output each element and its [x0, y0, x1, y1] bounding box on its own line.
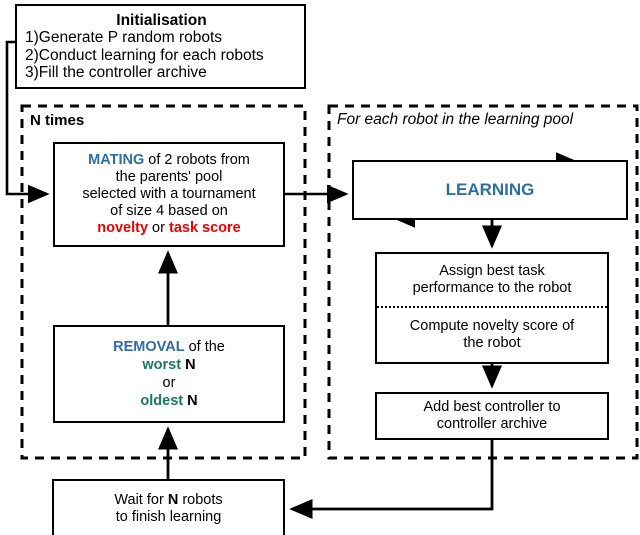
initialisation-step-2: 2)Conduct learning for each robots — [25, 46, 264, 64]
removal-option-worst-suffix: N — [181, 356, 196, 373]
arrow-archive-to-wait — [289, 440, 494, 520]
initialisation-box: Initialisation 1)Generate P random robot… — [15, 4, 306, 89]
mating-keyword: MATING — [88, 151, 145, 168]
compute-novelty-section: Compute novelty score of the robot — [377, 308, 607, 362]
mating-metric-task-score: task score — [168, 220, 241, 237]
mating-box: MATING of 2 robots from the parents' poo… — [53, 142, 285, 247]
mating-line-2: the parents' pool — [115, 168, 223, 185]
mating-metric-join: or — [148, 220, 169, 237]
assign-task-performance-section: Assign best task performance to the robo… — [377, 254, 607, 308]
removal-join: or — [162, 375, 176, 391]
removal-keyword: REMOVAL — [113, 338, 185, 355]
learning-label: LEARNING — [445, 180, 535, 199]
assign-compute-box: Assign best task performance to the robo… — [375, 252, 609, 364]
removal-line-1-rest: of the — [184, 338, 225, 355]
removal-option-oldest-label: oldest — [140, 393, 184, 410]
archive-line-1: Add best controller to — [423, 398, 561, 415]
initialisation-step-1: 1)Generate P random robots — [25, 29, 223, 47]
panel-label-n-times: N times — [30, 112, 85, 129]
learning-box: LEARNING — [352, 160, 628, 220]
assign-line-1: Assign best task — [439, 262, 545, 279]
initialisation-title: Initialisation — [116, 11, 207, 29]
removal-box: REMOVAL of the worst N or oldest N — [53, 325, 285, 423]
wait-line-1-suffix: robots — [178, 491, 223, 508]
wait-for-robots-box: Wait for N robots to finish learning — [52, 479, 285, 535]
mating-line-1-rest: of 2 robots from — [144, 151, 250, 168]
removal-option-oldest: oldest N — [140, 392, 197, 410]
removal-option-worst: worst N — [142, 356, 195, 374]
wait-line-1-prefix: Wait for — [114, 491, 168, 508]
panel-label-learning-pool: For each robot in the learning pool — [337, 111, 574, 128]
mating-line-3: selected with a tournament — [82, 185, 256, 202]
wait-line-1: Wait for N robots — [114, 492, 222, 509]
initialisation-step-3: 3)Fill the controller archive — [25, 63, 207, 81]
archive-line-2: controller archive — [436, 416, 548, 432]
assign-line-2: performance to the robot — [412, 280, 572, 296]
mating-line-1: MATING of 2 robots from — [88, 152, 250, 169]
compute-line-1: Compute novelty score of — [409, 317, 575, 334]
removal-option-oldest-suffix: N — [183, 393, 198, 410]
mating-metric-novelty: novelty — [97, 220, 149, 237]
wait-line-1-n: N — [167, 491, 179, 508]
mating-metrics: novelty or task score — [97, 220, 240, 237]
add-controller-archive-box: Add best controller to controller archiv… — [375, 392, 609, 440]
removal-option-worst-label: worst — [142, 356, 182, 373]
mating-line-4: of size 4 based on — [110, 203, 228, 220]
compute-line-2: the robot — [463, 335, 521, 351]
removal-line-1: REMOVAL of the — [113, 338, 225, 356]
wait-line-2: to finish learning — [115, 509, 222, 525]
